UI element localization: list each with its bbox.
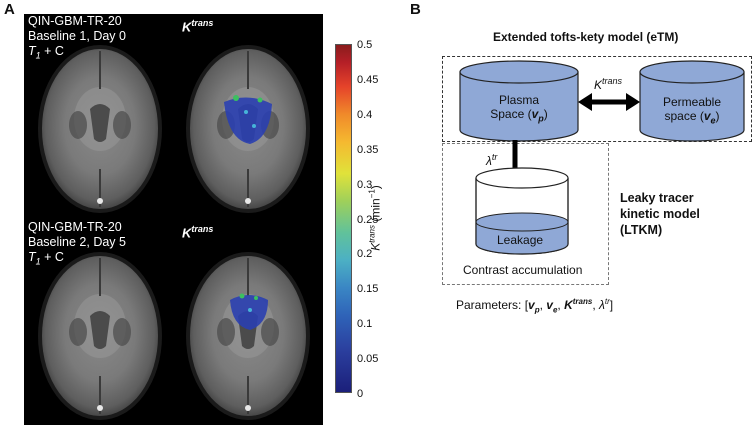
etm-box [442, 56, 752, 142]
leakage-label: Leakage [497, 233, 544, 247]
colorbar-tick: 0.1 [357, 318, 373, 331]
colorbar-tick: 0.15 [357, 283, 379, 296]
colorbar-tick: 0.05 [357, 353, 379, 366]
scan-top-right [185, 44, 311, 214]
scan-bottom-left [37, 251, 163, 421]
scan-label-top: QIN-GBM-TR-20 Baseline 1, Day 0 T1 + C [28, 14, 126, 61]
scan-bottom-right [185, 251, 311, 421]
ktrans-label-bottom: Ktrans [182, 224, 214, 241]
colorbar-tick: 0.5 [357, 39, 373, 51]
colorbar-tick: 0.45 [357, 73, 379, 86]
plasma-label: Plasma Space (vp) [490, 93, 548, 124]
parameters-line: Parameters: [vp, ve, Ktrans, λtr] [456, 297, 614, 315]
scan-label-bottom: QIN-GBM-TR-20 Baseline 2, Day 5 T1 + C [28, 220, 126, 267]
etm-title: Extended tofts-kety model (eTM) [493, 30, 679, 44]
ktrans-label: Ktrans [594, 76, 623, 92]
lambda-label: λtr [486, 152, 498, 168]
ltkm-box [442, 143, 609, 285]
colorbar-title: Ktrans (min−1) [367, 185, 383, 251]
colorbar-tick: 0 [357, 388, 364, 400]
ltkm-label: Leaky tracer kinetic model (LTKM) [620, 191, 700, 237]
ktrans-colorbar [335, 44, 352, 393]
mri-scans [37, 44, 311, 421]
contrast-label: Contrast accumulation [463, 263, 583, 277]
scan-top-left [37, 44, 163, 214]
colorbar-tick: 0.3 [357, 178, 373, 191]
mri-panel: QIN-GBM-TR-20 Baseline 1, Day 0 T1 + C K… [24, 14, 323, 425]
permeable-label: Permeable space (ve) [662, 95, 722, 126]
colorbar-tick: 0.25 [357, 213, 379, 226]
panel-b-letter: B [410, 1, 421, 18]
colorbar-tick: 0.2 [357, 248, 373, 261]
ktrans-label-top: Ktrans [182, 18, 214, 35]
panel-a-letter: A [4, 1, 15, 18]
colorbar-tick: 0.4 [357, 108, 373, 121]
ktrans-overlay-bottom [230, 293, 268, 330]
ktrans-overlay-top [224, 95, 272, 144]
colorbar-tick: 0.35 [357, 143, 379, 156]
